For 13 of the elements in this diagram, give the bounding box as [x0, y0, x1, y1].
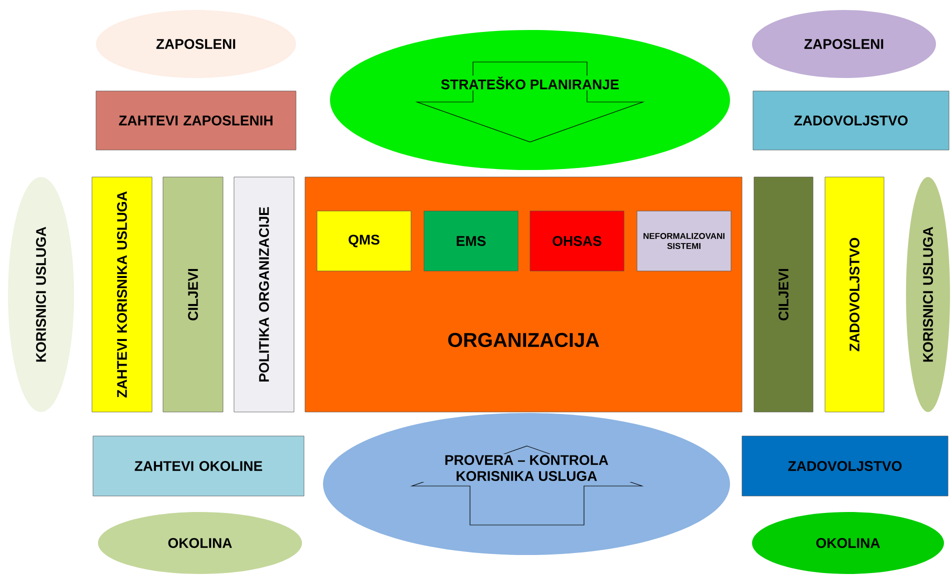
process-box: CILJEVI — [162, 176, 224, 412]
process-box: ZAHTEVI ZAPOSLENIH — [96, 90, 296, 150]
process-box: ZADOVOLJSTVO — [742, 436, 948, 496]
process-box: ZADOVOLJSTVO — [752, 90, 950, 150]
process-box: ZADOVOLJSTVO — [824, 176, 884, 412]
process-box: ZAHTEVI OKOLINE — [92, 436, 304, 496]
process-box: CILJEVI — [754, 176, 814, 412]
process-box: POLITIKA ORGANIZACIJE — [234, 176, 294, 412]
process-box: OHSAS — [530, 210, 624, 272]
process-box: ZAHTEVI KORISNIKA USLUGA — [92, 176, 152, 412]
process-box: QMS — [316, 210, 412, 272]
process-box: NEFORMALIZOVANI SISTEMI — [636, 210, 732, 272]
process-box: EMS — [424, 210, 518, 272]
